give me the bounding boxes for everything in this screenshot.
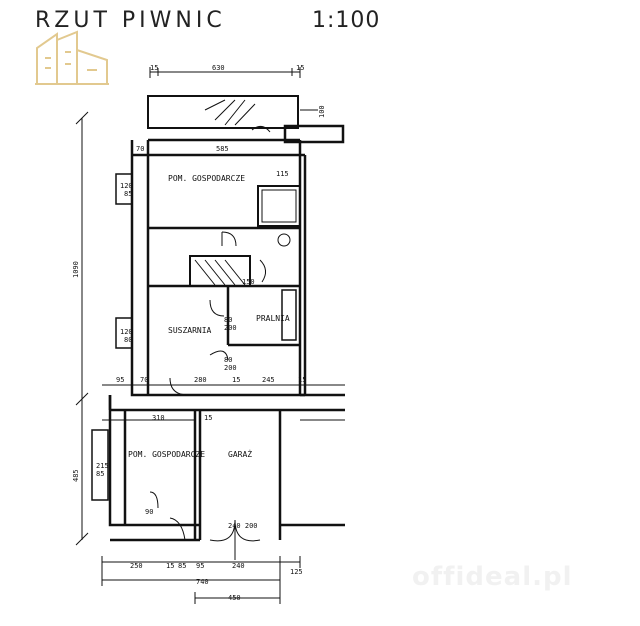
logo-icon xyxy=(35,30,110,90)
dim-door-90: 90 xyxy=(145,508,154,516)
dim-280: 280 xyxy=(194,376,207,384)
room-label-pralnia: PRALNIA xyxy=(256,314,290,323)
dim-15b: 15 xyxy=(298,376,307,384)
dim-bot-95: 95 xyxy=(196,562,205,570)
dim-door-80: 80 xyxy=(224,356,233,364)
dim-bot-240: 240 xyxy=(232,562,245,570)
plan-scale: 1:100 xyxy=(312,8,381,33)
room-label-garaz: GARAŻ xyxy=(228,450,253,459)
dim-115: 115 xyxy=(276,170,289,178)
dim-win2: 120 xyxy=(120,328,133,336)
dim-top-total: 630 xyxy=(212,64,225,72)
dim-150: 150 xyxy=(242,278,255,286)
dim-win2b: 80 xyxy=(124,336,133,344)
dim-win1: 120 xyxy=(120,182,133,190)
dim-bot-250: 250 xyxy=(130,562,143,570)
dim-70b: 70 xyxy=(140,376,149,384)
dim-70a: 70 xyxy=(136,145,145,153)
dim-245: 245 xyxy=(262,376,275,384)
dim-215: 215 xyxy=(96,462,109,470)
dim-95: 95 xyxy=(116,376,125,384)
dim-15c: 15 xyxy=(204,414,213,422)
dim-top-left: 15 xyxy=(150,64,159,72)
room-label-suszarnia: SUSZARNIA xyxy=(168,326,212,335)
watermark: offideal.pl xyxy=(412,562,573,592)
dim-door-80c: 80 xyxy=(224,316,233,324)
dim-100: 100 xyxy=(318,105,326,118)
dim-door-200: 200 xyxy=(224,364,237,372)
dim-win1b: 85 xyxy=(124,190,133,198)
dim-15a: 15 xyxy=(232,376,241,384)
room-label-pom-gospodarcze-top: POM. GOSPODARCZE xyxy=(168,174,246,183)
dim-bot-85: 85 xyxy=(178,562,187,570)
dim-door-200c: 200 xyxy=(224,324,237,332)
room-label-pom-gospodarcze-bottom: POM. GOSPODARCZE xyxy=(128,450,206,459)
dim-310: 310 xyxy=(152,414,165,422)
dim-240-200: 240 200 xyxy=(228,522,258,530)
dim-585: 585 xyxy=(216,145,229,153)
dim-bot-450: 450 xyxy=(228,594,241,602)
dim-bot-15: 15 xyxy=(166,562,175,570)
dim-bot-740: 740 xyxy=(196,578,209,586)
dim-bot-125: 125 xyxy=(290,568,303,576)
dim-485: 485 xyxy=(72,469,80,482)
dim-1090: 1090 xyxy=(72,261,80,278)
dim-85: 85 xyxy=(96,470,105,478)
dim-top-right: 15 xyxy=(296,64,305,72)
plan-title: RZUT PIWNIC xyxy=(35,8,226,33)
